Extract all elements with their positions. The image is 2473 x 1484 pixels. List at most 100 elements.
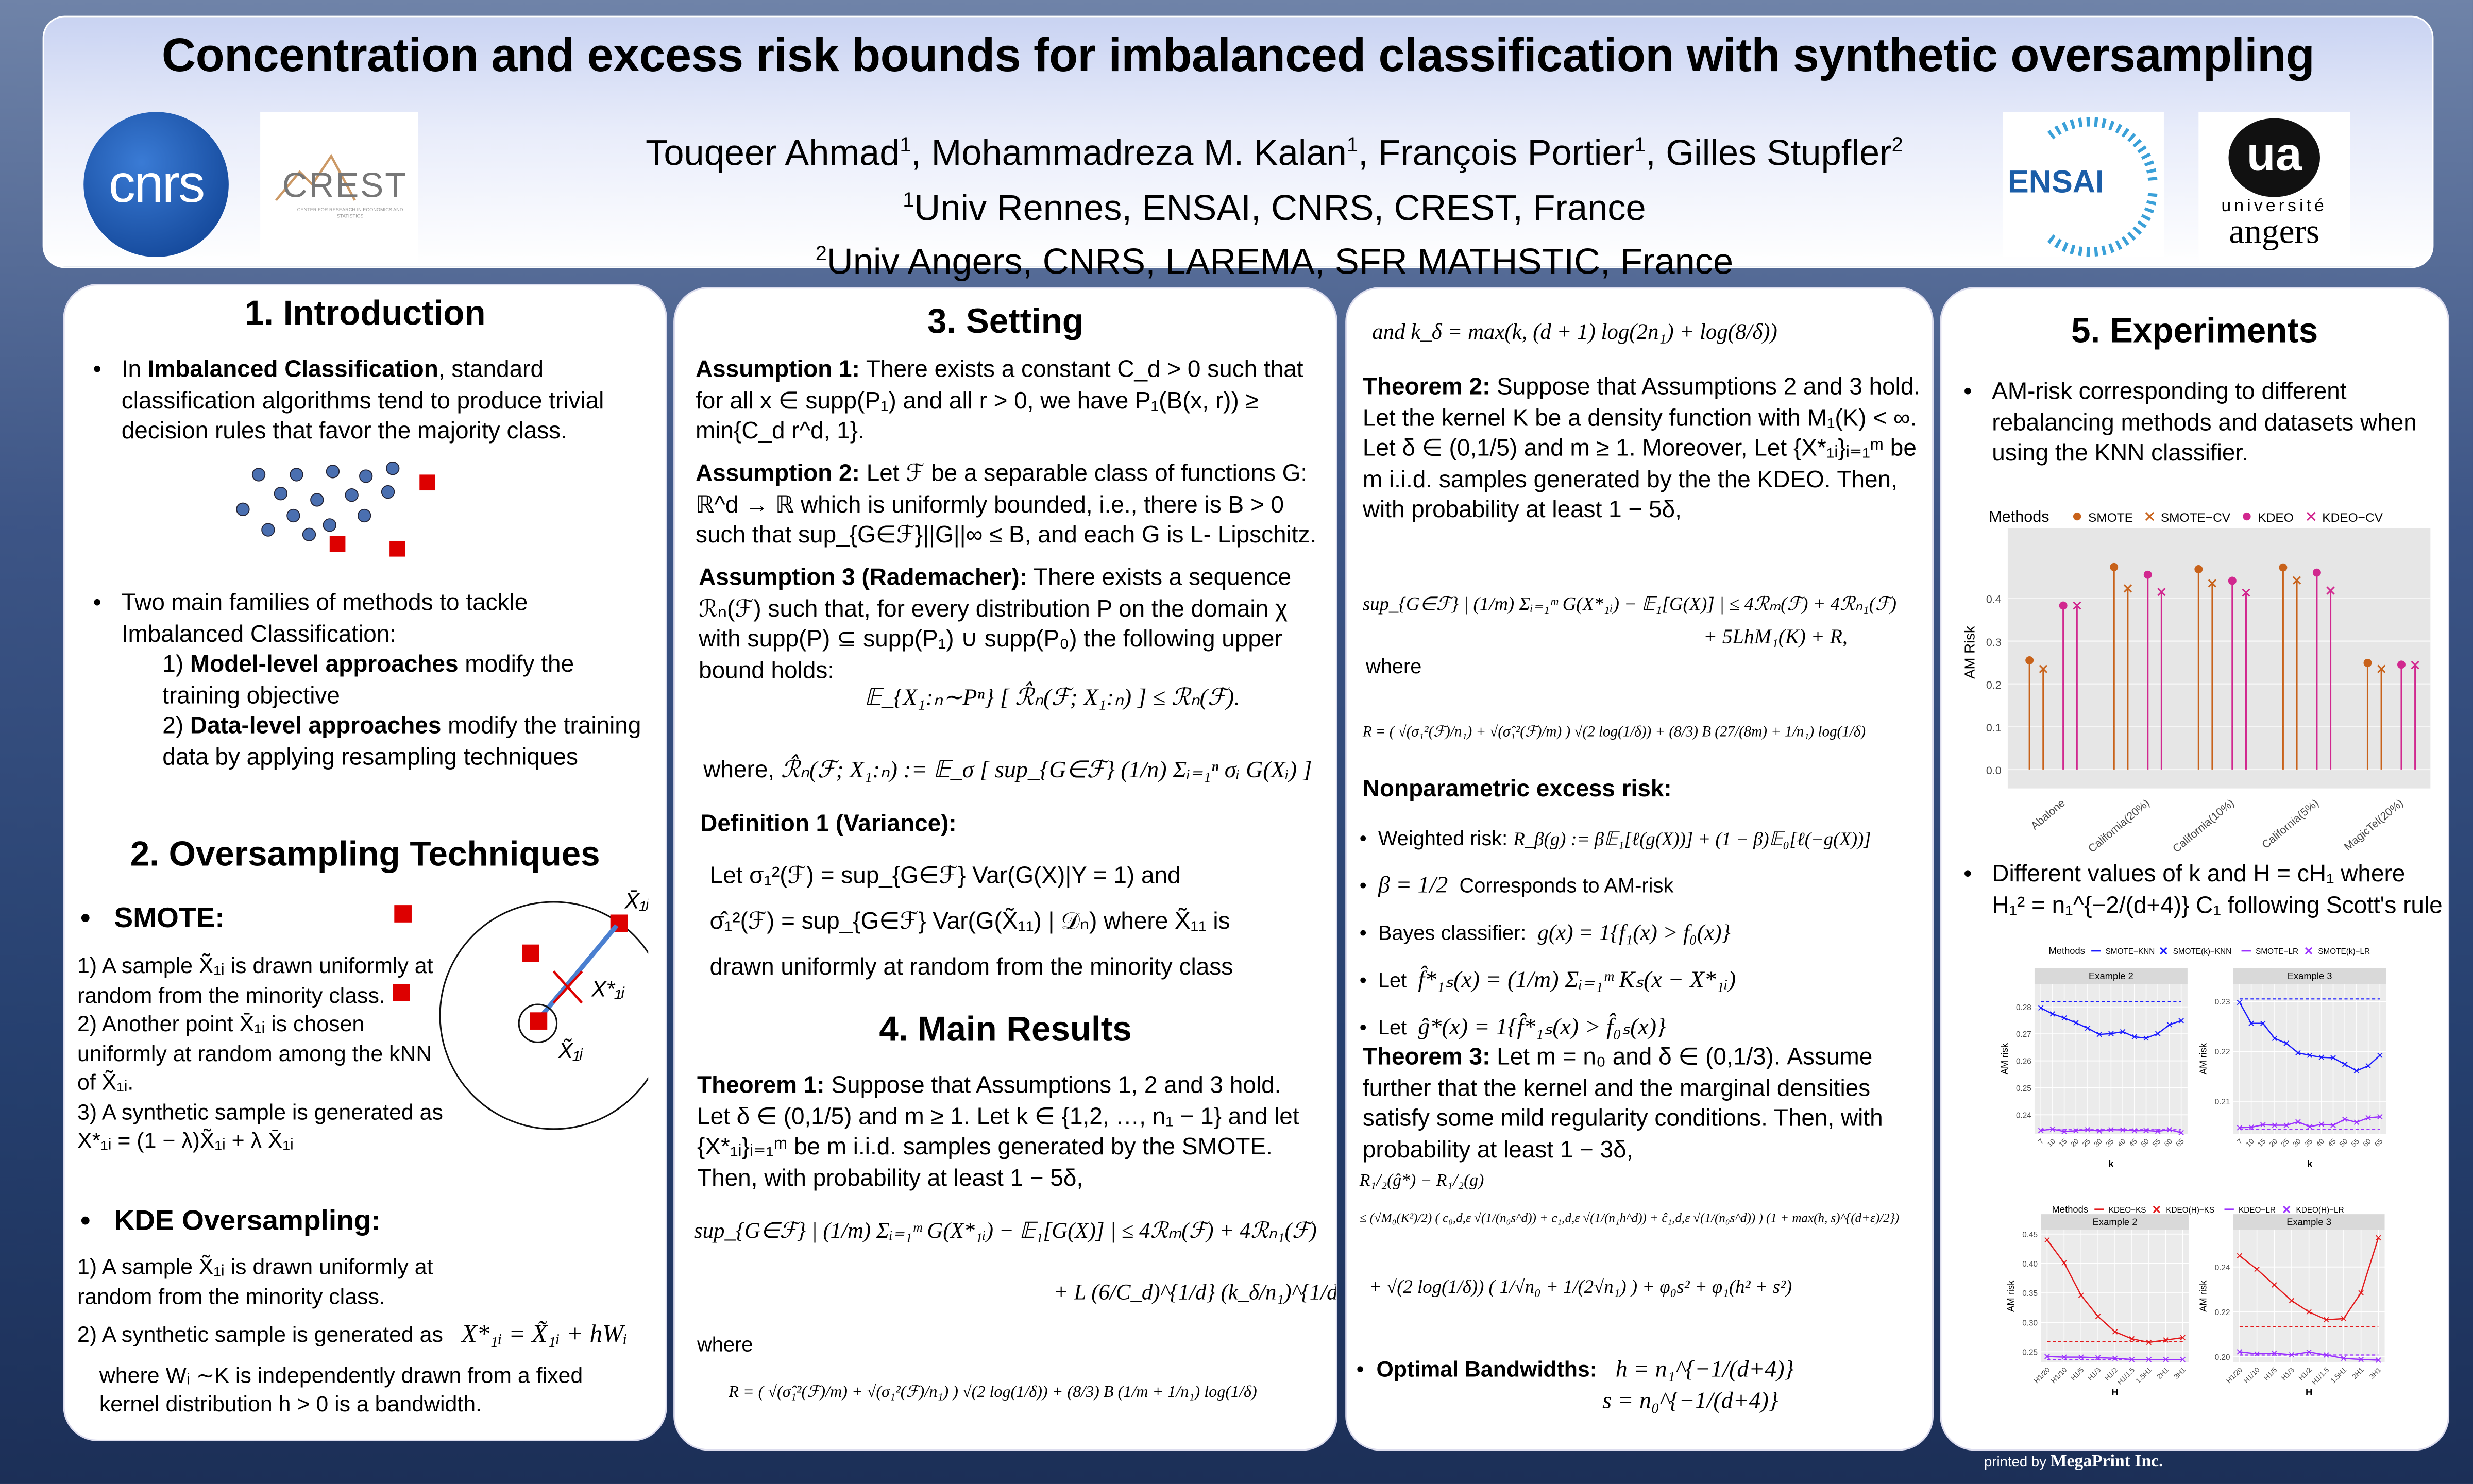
x-tick-label: 10 bbox=[2046, 1137, 2057, 1149]
data-point bbox=[2272, 1282, 2277, 1288]
data-point bbox=[2330, 1055, 2336, 1061]
y-tick-label: 0.24 bbox=[2215, 1264, 2230, 1272]
data-point bbox=[2096, 1031, 2102, 1037]
data-point bbox=[2318, 1054, 2325, 1060]
data-point bbox=[2260, 1020, 2266, 1027]
data-point bbox=[2112, 1329, 2118, 1335]
author-name: Gilles Stupfler bbox=[1666, 132, 1892, 173]
smote-title: • SMOTE: bbox=[80, 902, 225, 934]
lollipop-point bbox=[2326, 586, 2335, 595]
x-tick-label: H1/1.5 bbox=[2310, 1366, 2331, 1386]
data-point bbox=[2038, 1128, 2044, 1133]
theorem-1-bound-cont: + L (6/C_d)^{1/d} (k_δ/n₁)^{1/d} + R bbox=[1053, 1282, 1337, 1306]
legend-label: SMOTE(k)−KNN bbox=[2173, 947, 2231, 956]
text: Let σ₁²(ℱ) = sup_{G∈ℱ} Var(G(X)|Y = 1) a… bbox=[709, 862, 1181, 890]
data-point bbox=[2237, 1349, 2243, 1355]
affiliation-mark: 1 bbox=[1346, 132, 1358, 157]
x-tick-label: 35 bbox=[2104, 1137, 2115, 1149]
x-tick-label: H1/3 bbox=[2280, 1366, 2296, 1381]
kde-title: • KDE Oversampling: bbox=[80, 1205, 381, 1237]
text: There exists a sequence ℛₙ(ℱ) such that,… bbox=[699, 564, 1292, 684]
data-point bbox=[2307, 1124, 2313, 1130]
ensai-logo: ENSAI bbox=[2003, 112, 2164, 257]
x-tick-label: 55 bbox=[2151, 1137, 2162, 1149]
facet-title: Example 3 bbox=[2286, 1217, 2331, 1227]
np-item: • β = 1/2 Corresponds to AM-risk bbox=[1359, 873, 1674, 899]
section-heading: 2. Oversampling Techniques bbox=[130, 834, 600, 874]
data-point bbox=[2095, 1314, 2101, 1319]
x-tick-label: 30 bbox=[2093, 1137, 2104, 1149]
kde-equation: X*₁ᵢ = X̃₁ᵢ + hWᵢ bbox=[461, 1321, 628, 1349]
legend-label: KDEO−LR bbox=[2239, 1206, 2276, 1215]
lollipop-point bbox=[2242, 588, 2250, 597]
equation: R_β(g) := β𝔼₁[ℓ(g(X))] + (1 − β)𝔼₀[ℓ(−g(… bbox=[1513, 828, 1871, 850]
theorem-3: Theorem 3: Let m = n₀ and δ ∈ (0,1/3). A… bbox=[1363, 1042, 1923, 1165]
label: Assumption 2: bbox=[695, 460, 860, 487]
x-tick-label: H1/5 bbox=[2262, 1366, 2278, 1381]
label: Assumption 3 (Rademacher): bbox=[699, 564, 1027, 591]
ensai-arc-icon bbox=[2047, 117, 2158, 257]
y-tick-label: 0.27 bbox=[2016, 1030, 2031, 1039]
lollipop-point bbox=[2228, 576, 2237, 585]
data-point bbox=[2353, 1068, 2360, 1074]
lollipop-point bbox=[2059, 601, 2068, 610]
empirical-rademacher-def: where, ℛ̂ₙ(ℱ; X₁:ₙ) := 𝔼_σ [ sup_{G∈ℱ} (… bbox=[703, 755, 1312, 788]
section-heading: 3. Setting bbox=[927, 301, 1084, 341]
data-point bbox=[2306, 1309, 2312, 1315]
bullet-icon: • bbox=[1963, 861, 1972, 888]
equation: f̂*₁ₛ(x) = (1/m) Σᵢ₌₁ᵐ Kₛ(x − X*₁ᵢ) bbox=[1418, 968, 1736, 994]
bullet-icon: • bbox=[93, 356, 101, 383]
x-tick-label: 20 bbox=[2268, 1137, 2279, 1149]
y-axis-label: AM risk bbox=[2198, 1280, 2209, 1312]
data-point bbox=[2342, 1116, 2348, 1122]
data-point bbox=[2358, 1356, 2364, 1362]
text: Suppose that Assumptions 2 and 3 hold. L… bbox=[1362, 373, 1921, 524]
x-tick-label: H1/20 bbox=[2225, 1366, 2244, 1385]
x-axis-label: H bbox=[2111, 1387, 2118, 1397]
data-point bbox=[2166, 1127, 2173, 1133]
assumption-3: Assumption 3 (Rademacher): There exists … bbox=[699, 563, 1329, 686]
nonparametric-title: Nonparametric excess risk: bbox=[1362, 776, 1672, 803]
data-point bbox=[2131, 1034, 2138, 1040]
author-name: François Portier bbox=[1378, 132, 1635, 173]
data-point bbox=[2163, 1337, 2169, 1343]
y-tick-label: 0.28 bbox=[2016, 1003, 2031, 1012]
data-point bbox=[2377, 1114, 2383, 1120]
legend-title: Methods bbox=[2048, 945, 2085, 956]
definition-1-body: Let σ₁²(ℱ) = sup_{G∈ℱ} Var(G(X)|Y = 1) a… bbox=[710, 853, 1233, 990]
smote-neighborhood-diagram: X̄₁ᵢ X*₁ᵢ X̃₁ᵢ bbox=[393, 890, 649, 1130]
crest-mountain-icon bbox=[275, 153, 356, 201]
text: Two main families of methods to tackle I… bbox=[121, 589, 528, 647]
legend-label: KDEO bbox=[2258, 511, 2293, 525]
kde-step-1: 1) A sample X̃₁ᵢ is drawn uniformly at r… bbox=[77, 1253, 433, 1308]
text: , standard classification algorithms ten… bbox=[121, 356, 604, 445]
data-point bbox=[2073, 1128, 2079, 1134]
y-tick-label: 0.40 bbox=[2022, 1260, 2038, 1269]
theorem-1-where: where bbox=[697, 1332, 753, 1356]
x-tick-label: 65 bbox=[2174, 1137, 2186, 1149]
assumption-1: Assumption 1: There exists a constant C_… bbox=[696, 355, 1326, 447]
legend-title: Methods bbox=[1989, 508, 2049, 525]
rademacher-equation: 𝔼_{X₁:ₙ∼Pⁿ} [ ℛ̂ₙ(ℱ; X₁:ₙ) ] ≤ ℛₙ(ℱ). bbox=[864, 686, 1240, 711]
lollipop-point bbox=[2143, 570, 2152, 579]
author-list: Touqeer Ahmad1, Mohammadreza M. Kalan1, … bbox=[646, 132, 1903, 173]
data-point bbox=[2324, 1317, 2329, 1323]
cnrs-logo: cnrs bbox=[83, 112, 229, 257]
data-point bbox=[2260, 1122, 2266, 1128]
text: H₁² = n₁^{−2/(d+4)} C₁ following Scott's… bbox=[1992, 892, 2443, 919]
x-tick-label: 1.5H1 bbox=[2135, 1366, 2154, 1385]
bullet-icon: • bbox=[80, 902, 114, 934]
data-point bbox=[2341, 1355, 2347, 1361]
experiments-bullet-1: •AM-risk corresponding to different reba… bbox=[1957, 377, 2430, 469]
data-point bbox=[2178, 1130, 2184, 1136]
equation: h = n₁^{−1/(d+4)} bbox=[1615, 1357, 1794, 1383]
university-angers-logo: ua université angers bbox=[2198, 112, 2350, 264]
data-point bbox=[2376, 1357, 2381, 1363]
x-tick-label: 30 bbox=[2291, 1137, 2302, 1149]
theorem-2-bound-cont: + 5LhM₁(K) + R, bbox=[1703, 624, 1848, 649]
y-axis-label: AM Risk bbox=[1962, 626, 1978, 679]
data-point bbox=[2049, 1126, 2056, 1132]
x-tick-label: 1.5H1 bbox=[2329, 1366, 2348, 1385]
text: Suppose that Assumptions 1, 2 and 3 hold… bbox=[697, 1072, 1299, 1191]
legend-label: KDEO(H)−LR bbox=[2296, 1206, 2344, 1215]
